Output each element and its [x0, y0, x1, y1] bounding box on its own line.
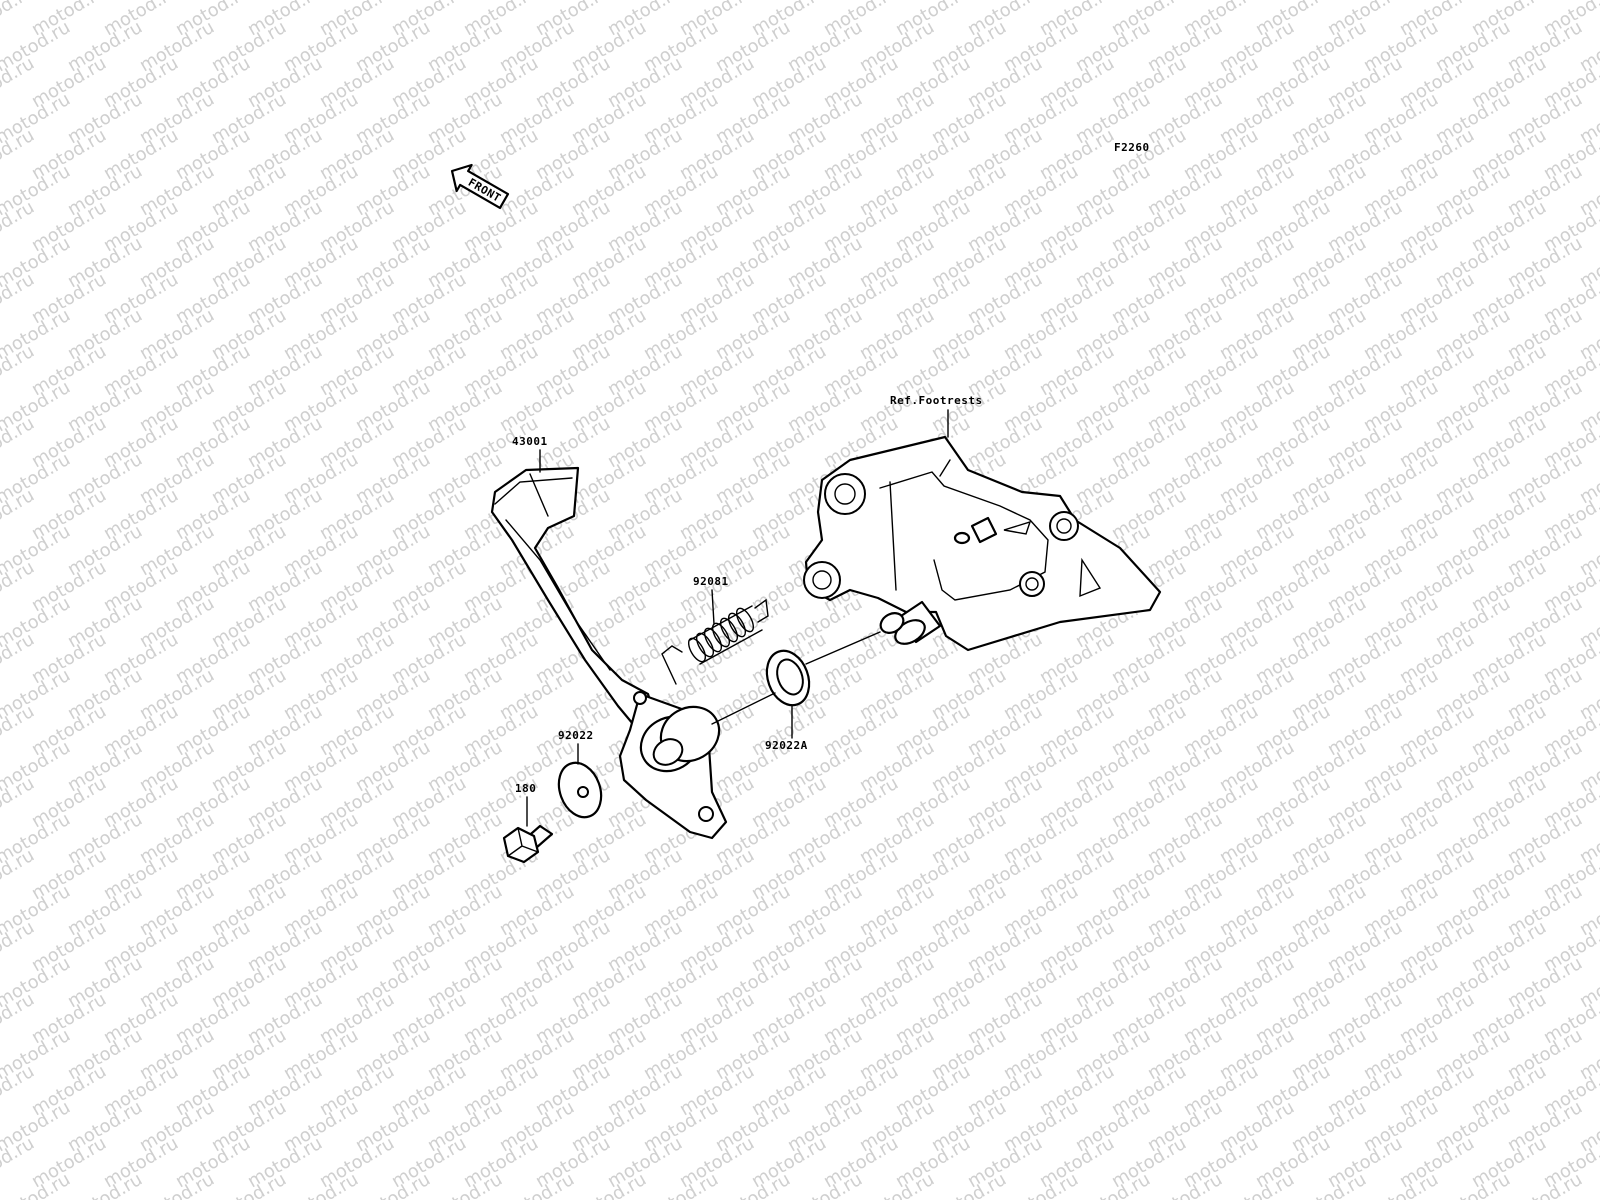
part-label-180: 180 [515, 782, 536, 795]
brake-pedal-43001 [490, 466, 728, 840]
axis-line-washer-shaft [805, 631, 881, 665]
watermark-text: motod.ru [1576, 0, 1600, 4]
washer-92022 [557, 761, 603, 819]
washer-92022a [765, 649, 811, 707]
part-label-92022: 92022 [558, 729, 594, 742]
front-arrow-icon: FRONT [450, 163, 510, 210]
axis-line-pedal-washer [711, 692, 776, 725]
part-label-92022a: 92022A [765, 739, 808, 752]
part-label-43001: 43001 [512, 435, 548, 448]
part-label-92081: 92081 [693, 575, 729, 588]
leader-92081 [711, 589, 715, 625]
footrest-bracket [803, 435, 1162, 652]
bolt-180 [502, 824, 554, 864]
reference-label: Ref.Footrests [890, 394, 983, 407]
return-spring-92081 [661, 598, 769, 685]
figure-code: F2260 [1114, 141, 1150, 154]
